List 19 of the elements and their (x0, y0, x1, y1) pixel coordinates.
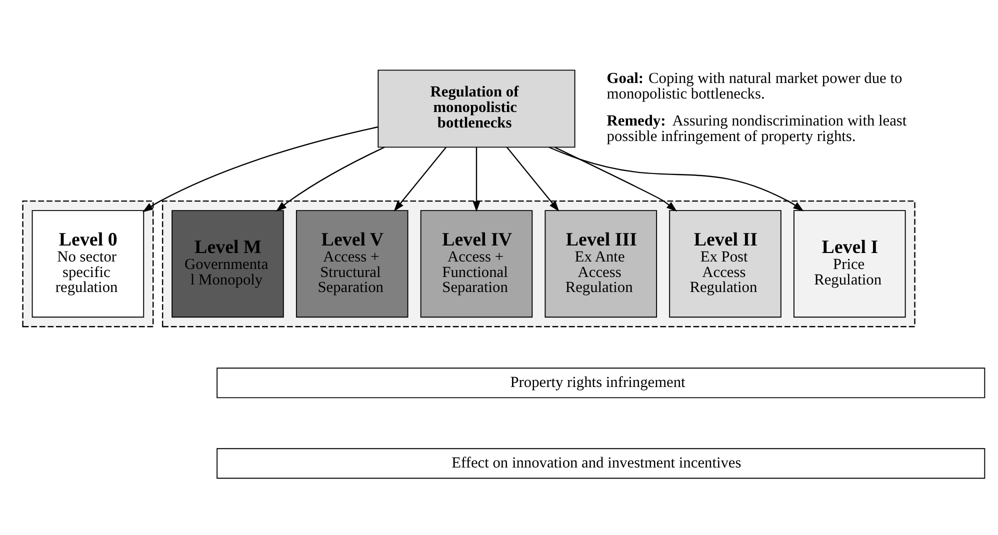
arrow (142, 126, 378, 212)
label: Remedy: Assuring nondiscrimination with least possible infringement of property rights. (606, 112, 907, 145)
label: Goal: Coping with natural market power due to monopolistic bottlenecks. (606, 70, 902, 102)
node-box: Regulation of monopolistic bottlenecks (378, 69, 576, 148)
node-box: Property rights infringement (216, 367, 986, 398)
node-box: Level V Access + Structural Separation (296, 210, 408, 318)
arrow (506, 146, 560, 211)
node-box: Level II Ex Post Access Regulation (669, 210, 782, 318)
arrow (548, 146, 804, 211)
arrow (472, 146, 480, 212)
arrow (276, 146, 385, 212)
node-box: Level I Price Regulation (793, 210, 906, 318)
node-box: Level 0 No sector specific regulation (32, 210, 144, 318)
node-box: Effect on innovation and investment incentives (216, 448, 986, 478)
node-box: Level IV Access + Functional Separation (420, 210, 533, 318)
node-box: Level M Governmenta l Monopoly (172, 210, 284, 318)
arrow (554, 146, 678, 212)
node-box: Level III Ex Ante Access Regulation (544, 210, 658, 318)
arrow (394, 146, 447, 211)
